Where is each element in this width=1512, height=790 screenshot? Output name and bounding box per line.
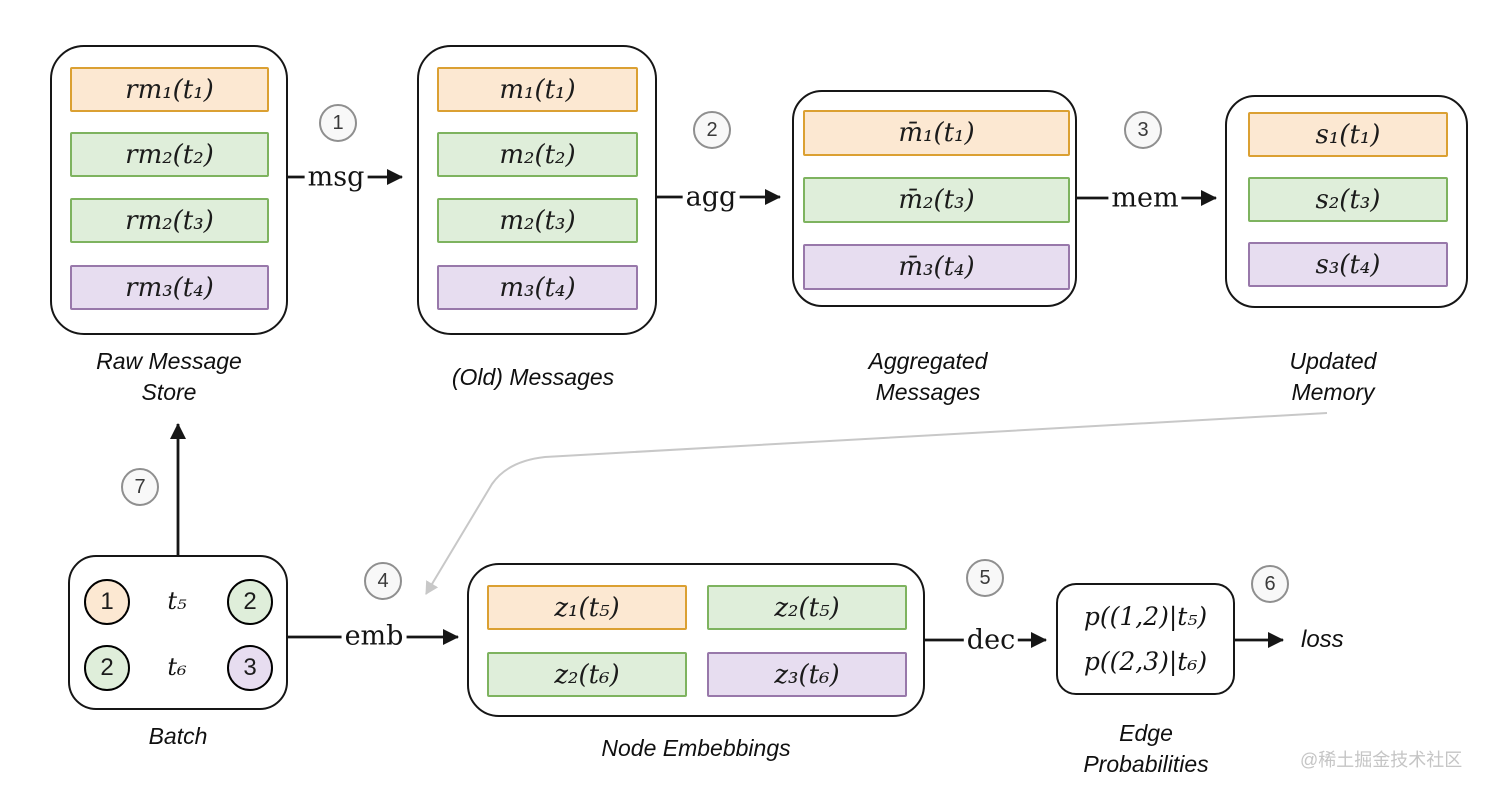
edge-probability-line: p((2,3)|t₆)	[1083, 647, 1208, 677]
aggregated-messages-box: m̄₁(t₁) m̄₂(t₃) m̄₃(t₄)	[792, 90, 1077, 307]
old-messages-box: m₁(t₁) m₂(t₂) m₂(t₃) m₃(t₄)	[417, 45, 657, 335]
batch-node: 2	[227, 579, 273, 625]
updated-memory-label: Updated Memory	[1289, 348, 1377, 405]
embedding-cell: z₁(t₅)	[487, 585, 687, 630]
message-row: m₃(t₄)	[437, 265, 638, 310]
aggregated-messages-label: Aggregated Messages	[868, 348, 988, 405]
agg-arrow-label: agg	[682, 181, 740, 213]
step-badge-3: 3	[1124, 111, 1162, 149]
aggregated-message-row: m̄₃(t₄)	[803, 244, 1070, 290]
old-messages-label: (Old) Messages	[451, 364, 615, 390]
batch-node: 1	[84, 579, 130, 625]
message-row: m₂(t₂)	[437, 132, 638, 177]
watermark: @稀土掘金技术社区	[1300, 750, 1463, 770]
memory-row: s₂(t₃)	[1248, 177, 1448, 222]
node-embeddings-label: Node Embebbings	[601, 735, 791, 761]
memory-row: s₃(t₄)	[1248, 242, 1448, 287]
aggregated-message-row: m̄₂(t₃)	[803, 177, 1070, 223]
memory-row: s₁(t₁)	[1248, 112, 1448, 157]
raw-message-row: rm₂(t₃)	[70, 198, 269, 243]
message-row: m₁(t₁)	[437, 67, 638, 112]
emb-arrow-label: emb	[341, 620, 407, 652]
message-row: m₂(t₃)	[437, 198, 638, 243]
batch-label: Batch	[148, 723, 208, 749]
batch-edge-time-label: t₅	[164, 587, 190, 615]
aggregated-message-row: m̄₁(t₁)	[803, 110, 1070, 156]
edge-probabilities-label: Edge Probabilities	[1083, 720, 1209, 777]
step-badge-7: 7	[121, 468, 159, 506]
embedding-cell: z₂(t₅)	[707, 585, 907, 630]
edge-probability-line: p((1,2)|t₅)	[1083, 601, 1208, 631]
batch-node: 2	[84, 645, 130, 691]
dec-arrow-label: dec	[963, 624, 1019, 656]
updated-memory-box: s₁(t₁) s₂(t₃) s₃(t₄)	[1225, 95, 1468, 308]
raw-message-row: rm₂(t₂)	[70, 132, 269, 177]
loss-label: loss	[1301, 626, 1344, 653]
batch-node: 3	[227, 645, 273, 691]
node-embeddings-box: z₁(t₅) z₂(t₅) z₂(t₆) z₃(t₆)	[467, 563, 925, 717]
embedding-cell: z₂(t₆)	[487, 652, 687, 697]
step-badge-2: 2	[693, 111, 731, 149]
mem-arrow-label: mem	[1108, 182, 1182, 214]
step-badge-5: 5	[966, 559, 1004, 597]
batch-edge-time-label: t₆	[164, 653, 190, 681]
embedding-cell: z₃(t₆)	[707, 652, 907, 697]
msg-arrow-label: msg	[304, 161, 368, 193]
raw-message-store-label: Raw Message Store	[96, 348, 242, 405]
raw-message-row: rm₁(t₁)	[70, 67, 269, 112]
step-badge-1: 1	[319, 104, 357, 142]
edge-probabilities-box: p((1,2)|t₅) p((2,3)|t₆)	[1056, 583, 1235, 695]
raw-message-store-box: rm₁(t₁) rm₂(t₂) rm₂(t₃) rm₃(t₄)	[50, 45, 288, 335]
step-badge-4: 4	[364, 562, 402, 600]
step-badge-6: 6	[1251, 565, 1289, 603]
raw-message-row: rm₃(t₄)	[70, 265, 269, 310]
memory-feedback-arrow	[425, 412, 1328, 595]
